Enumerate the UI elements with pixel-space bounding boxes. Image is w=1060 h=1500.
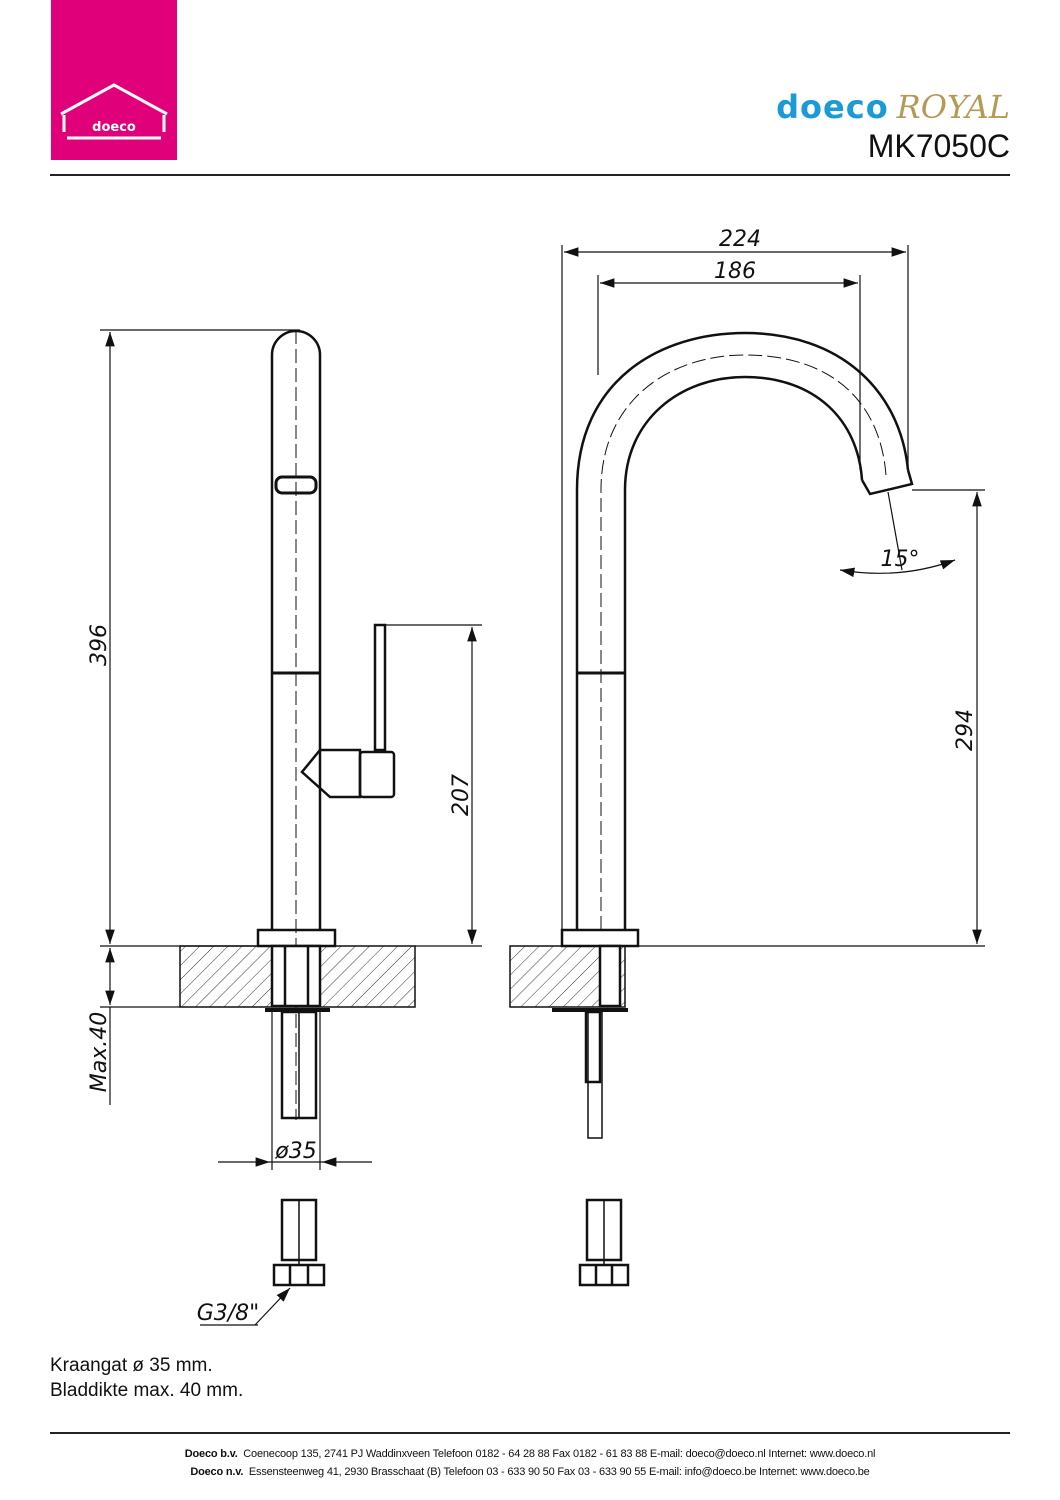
dim-diameter: ø35 bbox=[274, 1139, 316, 1164]
footer-address-be: Essensteenweg 41, 2930 Brasschaat (B) Te… bbox=[248, 1466, 870, 1478]
dim-counter-max: Max.40 bbox=[87, 1012, 112, 1092]
footer-divider bbox=[50, 1432, 1010, 1434]
brand-line: ROYAL bbox=[896, 88, 1010, 126]
connector-fitting-right bbox=[578, 1198, 630, 1287]
house-logo-icon: doeco bbox=[60, 83, 168, 140]
dim-total-height: 396 bbox=[87, 624, 112, 666]
model-number: MK7050C bbox=[867, 128, 1010, 164]
header-divider bbox=[50, 174, 1010, 176]
footer-company-be: Doeco n.v. bbox=[190, 1466, 244, 1478]
dim-outer-width: 224 bbox=[719, 227, 761, 252]
faucet-front-view bbox=[509, 331, 914, 1139]
technical-drawing: 396 Max.40 207 ø35 224 186 294 15° G3/8" bbox=[87, 227, 985, 1326]
doeco-logo: doeco bbox=[51, 0, 177, 160]
connector-fitting-left bbox=[272, 1198, 326, 1287]
dim-inner-width: 186 bbox=[714, 259, 756, 284]
faucet-side-view bbox=[179, 329, 416, 1120]
footer-line-be: Doeco n.v. Essensteenweg 41, 2930 Brassc… bbox=[0, 1466, 1060, 1478]
logo-text: doeco bbox=[92, 120, 136, 135]
dim-spout-height: 294 bbox=[953, 709, 978, 751]
footer-line-nl: Doeco b.v. Coenecoop 135, 2741 PJ Waddin… bbox=[0, 1448, 1060, 1460]
footer-address-nl: Coenecoop 135, 2741 PJ Waddinxveen Telef… bbox=[243, 1448, 876, 1460]
brand-name: doeco bbox=[776, 88, 889, 126]
dim-thread: G3/8" bbox=[197, 1301, 260, 1326]
note-tap-hole: Kraangat ø 35 mm. bbox=[50, 1355, 213, 1376]
footer-company-nl: Doeco b.v. bbox=[184, 1448, 238, 1460]
dim-angle: 15° bbox=[881, 547, 920, 572]
dim-handle-height: 207 bbox=[449, 774, 474, 816]
note-counter-thickness: Bladdikte max. 40 mm. bbox=[50, 1380, 244, 1401]
